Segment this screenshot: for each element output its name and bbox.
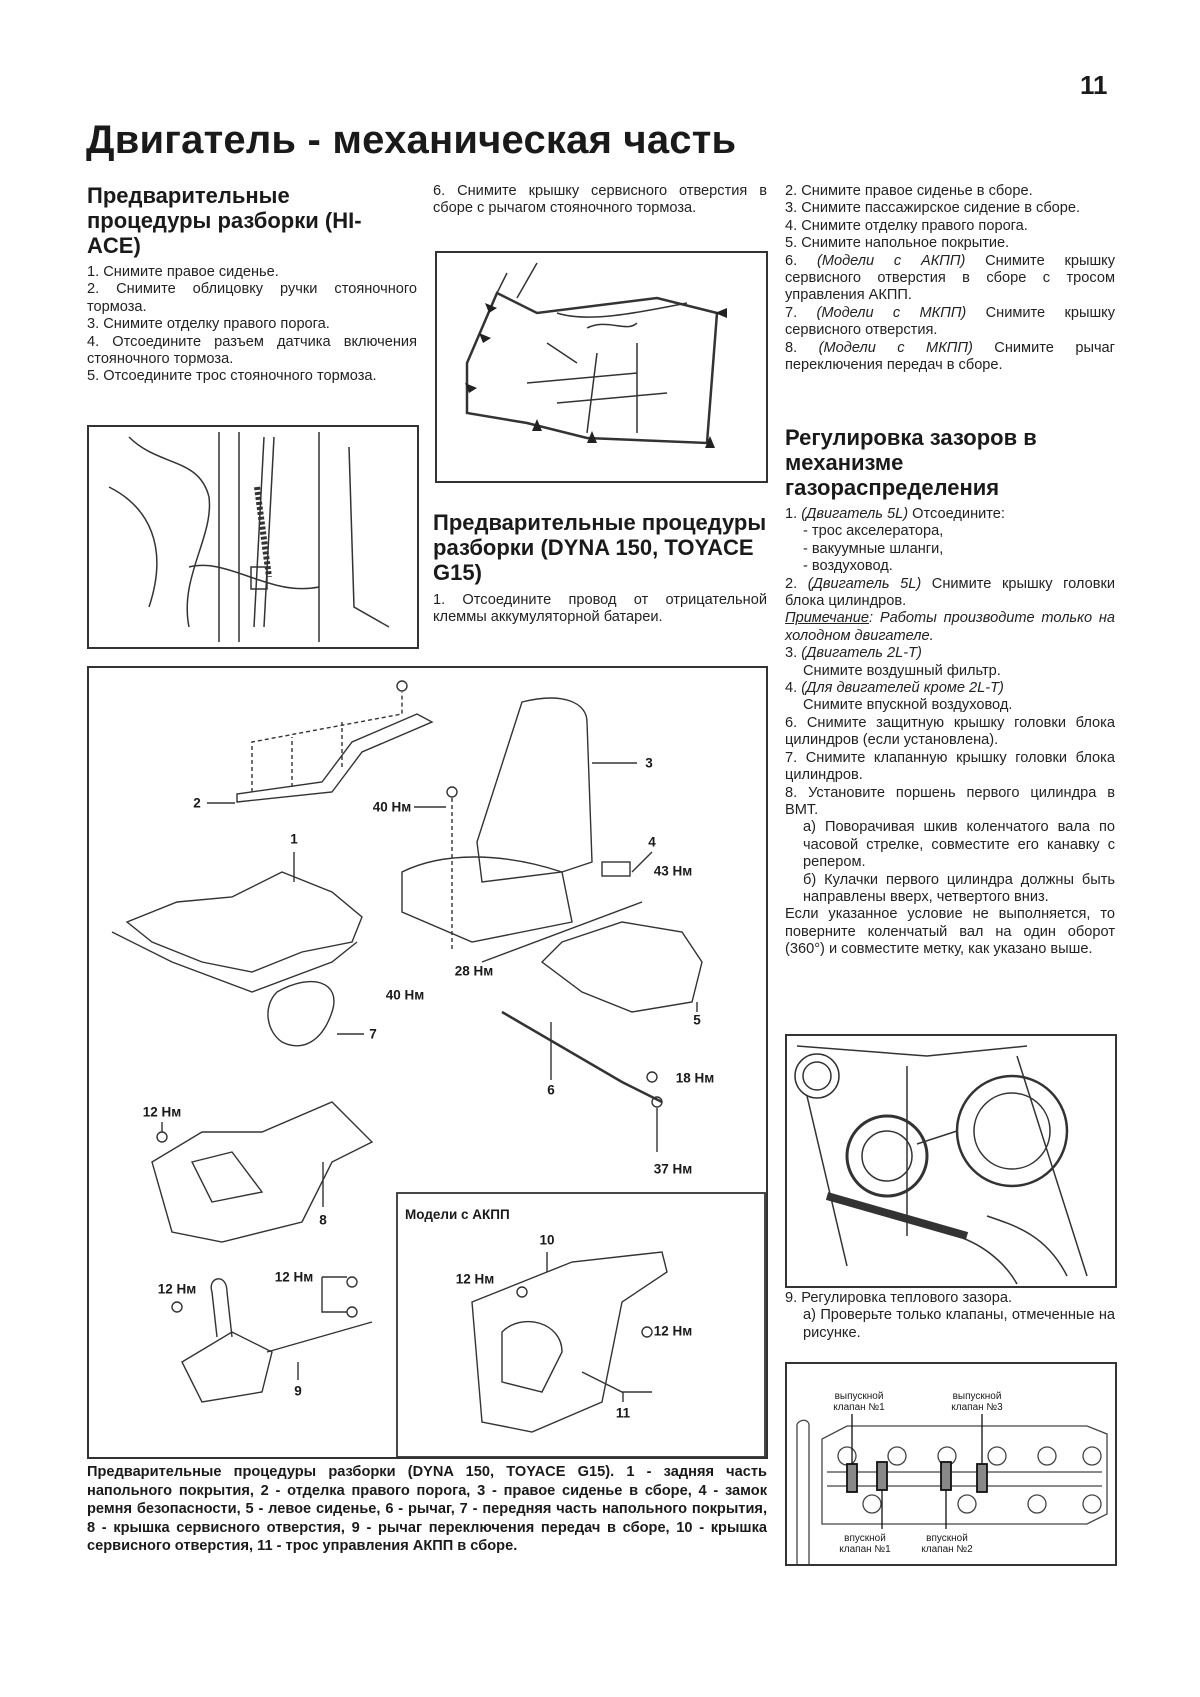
page-number: 11 bbox=[1080, 70, 1108, 100]
step: 5. Отсоедините трос стояночного тормоза. bbox=[87, 368, 377, 385]
hiace-step6: 6. Снимите крышку сервисного отверстия в… bbox=[433, 183, 767, 217]
part-label-7: 7 bbox=[369, 1026, 377, 1042]
hiace-steps: 1. Снимите правое сиденье. 2. Снимите об… bbox=[87, 264, 417, 386]
torque-label: 12 Нм bbox=[653, 1323, 693, 1339]
part-label-5: 5 bbox=[693, 1012, 701, 1028]
hiace-heading: Предварительные процедуры разборки (HI-A… bbox=[87, 183, 362, 258]
step: 2. Снимите правое сиденье в сборе. bbox=[785, 183, 1033, 199]
figure-caption: Предварительные процедуры разборки (DYNA… bbox=[87, 1464, 767, 1554]
step: 8. (Модели с МКПП) Снимите рычаг переклю… bbox=[785, 339, 1115, 374]
dyna-step1: 1. Отсоедините провод от отрицательной к… bbox=[433, 592, 767, 626]
torque-label: 12 Нм bbox=[274, 1269, 314, 1285]
torque-label: 12 Нм bbox=[157, 1281, 197, 1297]
service-cover-figure bbox=[435, 251, 768, 483]
part-label-1: 1 bbox=[290, 831, 298, 847]
parking-brake-figure bbox=[87, 425, 419, 649]
parts-exploded-figure: 2 40 Нм 3 1 4 43 Нм 28 Нм 40 Нм 5 7 6 18… bbox=[87, 666, 768, 1459]
torque-label: 28 Нм bbox=[454, 963, 494, 979]
valves-steps: 1. (Двигатель 5L) Отсоедините: - трос ак… bbox=[785, 506, 1115, 958]
crankshaft-pulley-figure bbox=[785, 1034, 1117, 1288]
step: 7. (Модели с МКПП) Снимите крышку сервис… bbox=[785, 304, 1115, 339]
step: 5. Снимите напольное покрытие. bbox=[785, 235, 1010, 252]
step: 3. Снимите отделку правого порога. bbox=[87, 316, 330, 333]
step: 2. Снимите облицовку ручки стояночного т… bbox=[87, 281, 417, 315]
step: 4. Отсоедините разъем датчика включения … bbox=[87, 333, 417, 368]
page-title: Двигатель - механическая часть bbox=[86, 118, 737, 162]
torque-label: 40 Нм bbox=[385, 987, 425, 1003]
part-label-11: 11 bbox=[615, 1405, 631, 1421]
torque-label: 12 Нм bbox=[142, 1104, 182, 1120]
torque-label: 18 Нм bbox=[675, 1070, 715, 1086]
part-label-2: 2 bbox=[193, 795, 201, 811]
torque-label: 43 Нм bbox=[653, 863, 693, 879]
step: 1. Снимите правое сиденье. bbox=[87, 264, 279, 280]
valves-step9: 9. Регулировка теплового зазора. а) Пров… bbox=[785, 1290, 1115, 1341]
part-label-8: 8 bbox=[319, 1212, 327, 1228]
torque-label: 40 Нм bbox=[372, 799, 412, 815]
dyna-heading: Предварительные процедуры разборки (DYNA… bbox=[433, 510, 767, 585]
torque-label: 37 Нм bbox=[653, 1161, 693, 1177]
step: 4. Снимите отделку правого порога. bbox=[785, 217, 1028, 234]
part-label-6: 6 bbox=[547, 1082, 555, 1098]
step: 6. (Модели с АКПП) Снимите крышку сервис… bbox=[785, 252, 1115, 304]
part-label-3: 3 bbox=[645, 755, 653, 771]
part-label-10: 10 bbox=[539, 1232, 555, 1248]
inset-title: Модели с АКПП bbox=[405, 1207, 510, 1222]
part-label-9: 9 bbox=[294, 1383, 302, 1399]
part-label-4: 4 bbox=[648, 834, 656, 850]
step: 3. Снимите пассажирское сидение в сборе. bbox=[785, 200, 1081, 217]
torque-label: 12 Нм bbox=[455, 1271, 495, 1287]
valves-heading: Регулировка зазоров в механизме газорасп… bbox=[785, 425, 1037, 500]
dyna-steps: 2. Снимите правое сиденье в сборе. 3. Сн… bbox=[785, 183, 1115, 374]
